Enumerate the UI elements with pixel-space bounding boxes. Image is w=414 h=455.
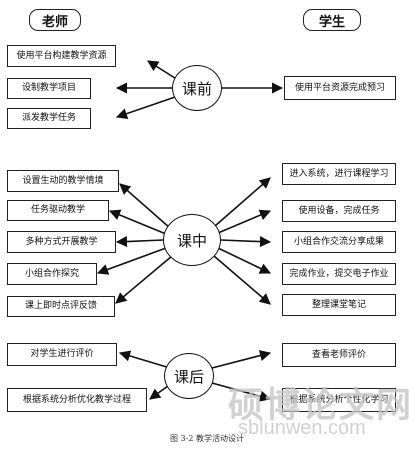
arrow-during-student-2 <box>217 209 272 234</box>
arrow-during-teacher-2 <box>108 209 167 235</box>
teacher-before-item: 派发教学任务 <box>7 108 91 129</box>
arrow-after-student-2 <box>211 382 272 402</box>
arrow-before-teacher-1 <box>147 60 179 81</box>
student-during-item: 整理课堂笔记 <box>282 294 396 316</box>
arrow-after-teacher-1 <box>118 350 171 369</box>
teacher-before-item: 设制教学项目 <box>7 78 91 99</box>
arrow-during-student-4 <box>217 247 272 274</box>
arrow-during-student-5 <box>213 255 271 305</box>
teacher-after-item: 对学生进行评价 <box>7 343 117 366</box>
arrow-during-teacher-5 <box>115 255 173 304</box>
teacher-during-item: 小组合作探究 <box>7 263 97 285</box>
arrow-during-teacher-3 <box>115 235 164 248</box>
teacher-during-item: 课上即时点评反馈 <box>7 296 115 317</box>
phase-during-circle: 课中 <box>163 214 221 266</box>
student-header: 学生 <box>303 9 361 31</box>
arrow-during-teacher-4 <box>96 247 167 275</box>
phase-before-circle: 课前 <box>172 65 222 111</box>
watermark-en: sblunwen.com <box>238 417 366 439</box>
teacher-before-item: 使用平台构建教学资源 <box>7 45 116 67</box>
teacher-after-item: 根据系统分析优化教学过程 <box>7 388 147 412</box>
teacher-header: 老师 <box>29 9 81 31</box>
watermark-cn: 硕博论文网 <box>228 385 414 426</box>
arrow-during-teacher-1 <box>119 183 171 229</box>
teacher-during-item: 多种方式开展教学 <box>7 231 116 253</box>
student-during-item: 使用设备，完成任务 <box>282 200 396 222</box>
teacher-during-item: 设置生动的教学情境 <box>7 170 119 192</box>
teacher-during-item: 任务驱动教学 <box>7 200 109 221</box>
student-after-item: 根据系统分析个性化学习 <box>282 388 396 412</box>
arrow-during-student-3 <box>220 235 272 248</box>
student-during-item: 小组合作交流分享成果 <box>282 231 396 253</box>
student-after-item: 查看老师评价 <box>282 343 396 367</box>
phase-after-circle: 课后 <box>164 353 214 399</box>
student-during-item: 完成作业，提交电子作业 <box>282 263 396 285</box>
student-before-item: 使用平台资源完成预习 <box>284 76 396 100</box>
student-during-item: 进入系统，进行课程学习 <box>282 163 396 185</box>
arrow-during-student-1 <box>214 177 271 227</box>
arrow-before-teacher-3 <box>115 95 179 120</box>
arrow-after-student-1 <box>211 350 272 369</box>
figure-caption: 图 3-2 教学活动设计 <box>170 434 244 443</box>
